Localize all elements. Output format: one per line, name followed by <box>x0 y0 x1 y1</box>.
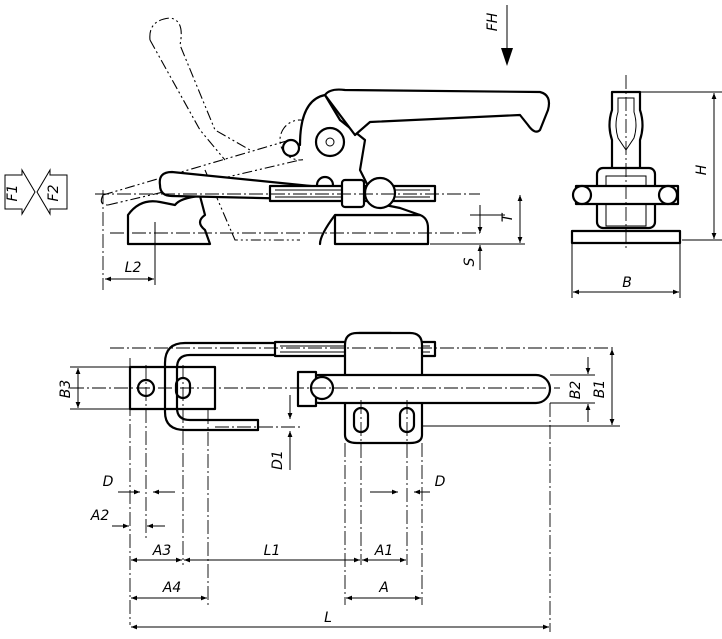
dim-b2: B2 <box>568 381 584 400</box>
fh-label: FH <box>485 12 501 31</box>
dim-a2: A2 <box>90 508 110 524</box>
f2-arrow <box>36 168 68 216</box>
f1-label: F1 <box>5 185 21 202</box>
end-bow-right-loop <box>657 184 679 206</box>
f1-arrow <box>4 168 36 216</box>
hex-nut <box>340 178 366 209</box>
top-view: B3 B2 B1 D1 D A2 A3 L1 A1 D <box>58 331 620 632</box>
latch-plate <box>128 365 217 411</box>
side-view: L2 T S <box>95 17 551 290</box>
spherical-nut <box>363 176 397 210</box>
clamp-handle <box>323 88 551 137</box>
base-plate <box>333 213 430 246</box>
dim-d-right: D <box>435 474 446 490</box>
force-f1-f2: F1 F2 <box>4 168 68 216</box>
dim-h: H <box>694 164 710 175</box>
handle-pivot-pin <box>325 137 335 147</box>
dim-b3: B3 <box>58 380 74 399</box>
dim-a3: A3 <box>152 543 171 559</box>
top-handle <box>303 373 552 405</box>
fh-arrow-head <box>501 48 513 66</box>
dim-b: B <box>622 275 632 291</box>
dim-s: S <box>462 257 478 266</box>
end-bow-left-loop <box>571 184 593 206</box>
dim-b1: B1 <box>592 380 608 399</box>
dim-a4: A4 <box>162 580 181 596</box>
end-handle-inner <box>615 97 637 151</box>
dim-d-left: D <box>103 474 114 490</box>
f2-label: F2 <box>46 184 62 201</box>
dim-d1: D1 <box>270 450 286 470</box>
dim-a1: A1 <box>374 543 393 559</box>
end-view: H B <box>570 75 722 298</box>
u-bow-outer <box>163 341 282 432</box>
upper-pin <box>281 138 301 158</box>
phantom-handle-open <box>149 17 251 161</box>
dim-l2: L2 <box>125 260 142 276</box>
latch-hook <box>126 194 212 246</box>
dim-l: L <box>324 610 332 626</box>
force-fh: FH <box>485 5 513 66</box>
dim-a: A <box>378 580 389 596</box>
handle-pivot <box>314 126 346 158</box>
dim-l1: L1 <box>264 543 281 559</box>
dim-t: T <box>500 212 516 222</box>
